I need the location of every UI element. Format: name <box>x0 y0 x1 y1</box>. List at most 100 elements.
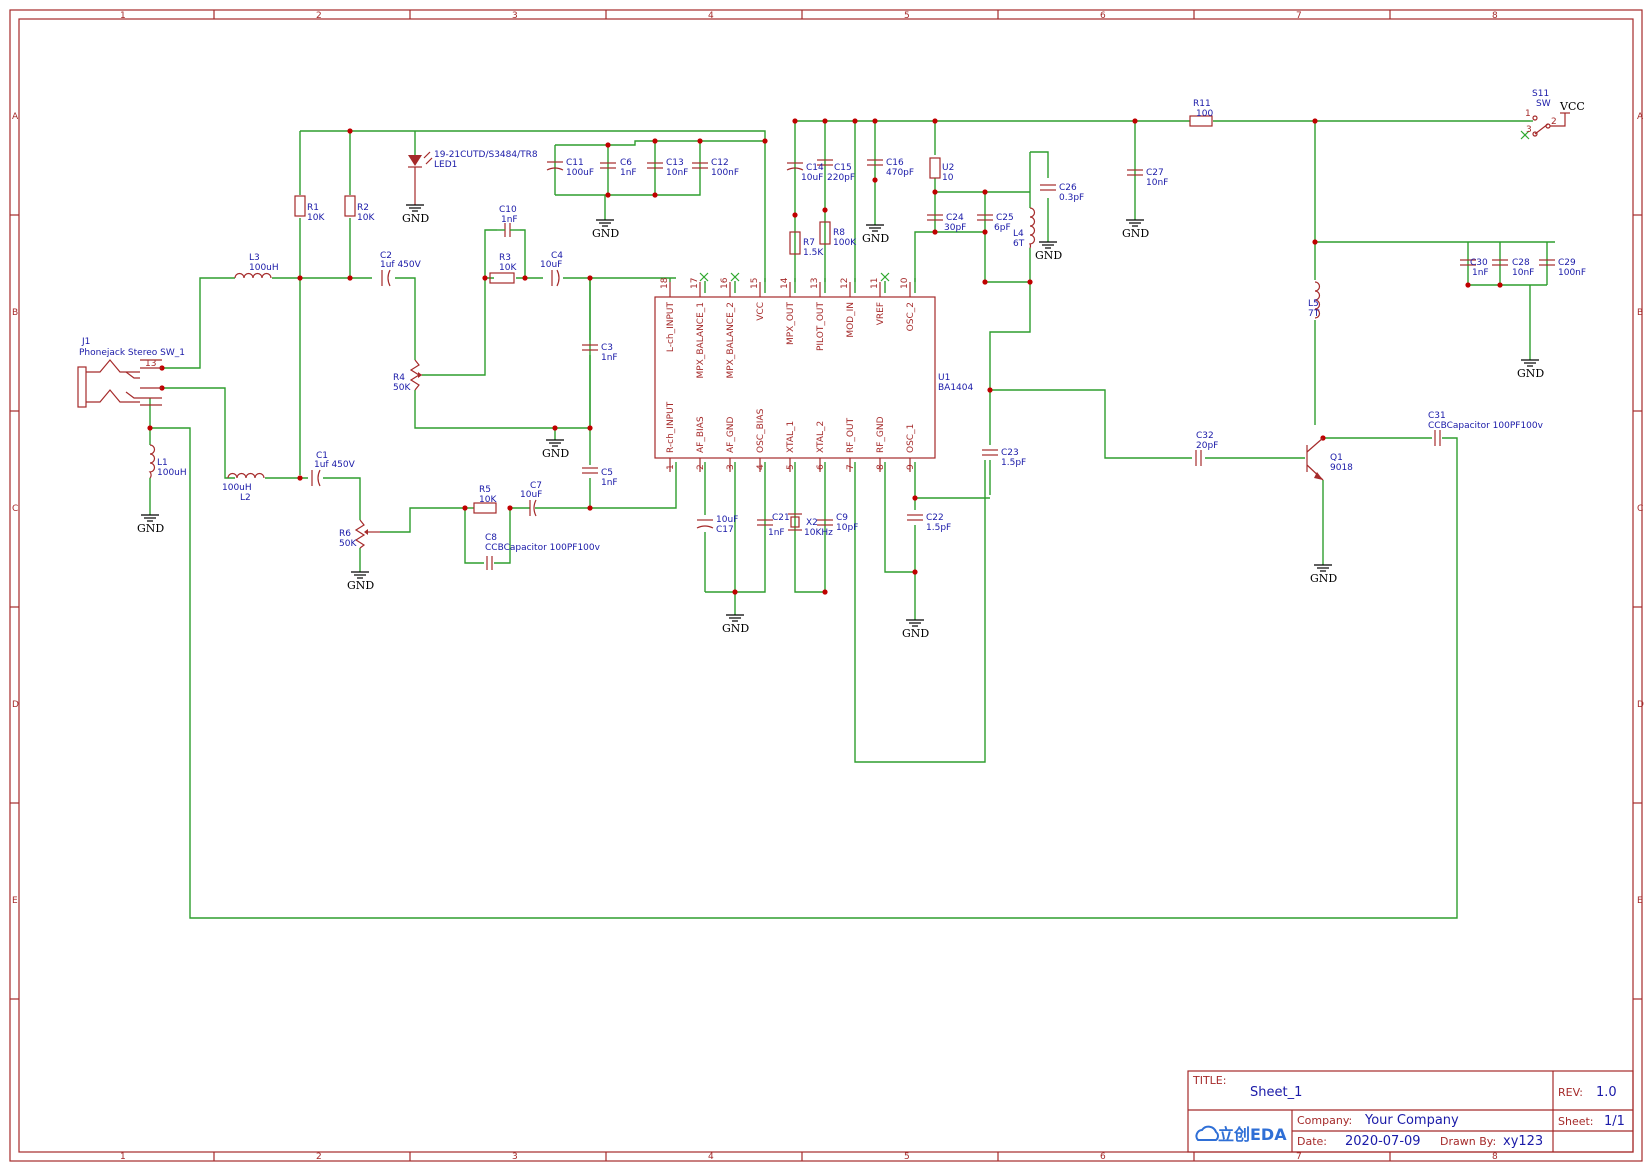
r2-value: 10K <box>357 213 375 223</box>
date-key: Date: <box>1297 1135 1327 1148</box>
c26-ref: C26 <box>1059 183 1077 193</box>
l5-value: 7T <box>1308 309 1320 319</box>
u2-ref: U2 <box>942 163 954 173</box>
l4-symbol <box>1029 207 1036 249</box>
c6-ref: C6 <box>620 158 632 168</box>
border-col-label: 3 <box>512 11 518 21</box>
rev-value: 1.0 <box>1596 1085 1617 1100</box>
gnd-label: GND <box>902 627 929 640</box>
title-block: TITLE: Sheet_1 REV: 1.0 Company: Your Co… <box>1187 1070 1634 1153</box>
x2-ref: X2 <box>806 518 818 528</box>
c27-symbol <box>1127 169 1143 176</box>
border-row-label: A <box>12 112 19 122</box>
c25-value: 6pF <box>994 223 1011 233</box>
c22-ref: C22 <box>926 513 944 523</box>
u1-pin-name: MPX_BALANCE_1 <box>696 302 706 379</box>
u1-pin-number: 5 <box>786 464 796 470</box>
c6-symbol <box>600 162 616 169</box>
c24-symbol <box>927 214 943 221</box>
j1-pin-label: 13 <box>145 359 156 369</box>
q1-symbol <box>1306 437 1324 481</box>
border-col-label: 7 <box>1296 11 1302 21</box>
border-col-label: 2 <box>316 11 322 21</box>
u1-pin: 18L-ch_INPUT <box>660 277 676 352</box>
border-col-label: 1 <box>120 1152 126 1162</box>
u1-pin-number: 1 <box>666 464 676 470</box>
c13-ref: C13 <box>666 158 684 168</box>
c10-symbol <box>497 223 520 237</box>
border-row-label: E <box>12 896 18 906</box>
gnd-label: GND <box>137 522 164 535</box>
u1-pin-name: VREF <box>876 302 886 325</box>
company-value: Your Company <box>1364 1113 1459 1128</box>
r1-ref: R1 <box>307 203 319 213</box>
u1-pin-number: 18 <box>660 277 670 289</box>
no-connect-markers <box>699 130 1530 293</box>
c30-ref: C30 <box>1470 258 1488 268</box>
c22-symbol <box>907 514 923 521</box>
c16-ref: C16 <box>886 158 904 168</box>
gnd-label: GND <box>592 227 619 240</box>
u1-pin-name: L-ch_INPUT <box>666 301 676 352</box>
c5-symbol <box>582 467 598 474</box>
l4-ref: L4 <box>1013 229 1024 239</box>
r5-symbol <box>473 502 497 514</box>
u1-pin-name: XTAL_2 <box>816 421 826 453</box>
r3-value: 10K <box>499 263 517 273</box>
r6-symbol <box>354 519 380 549</box>
l2-value: 100uH <box>222 483 252 493</box>
border-row-label: C <box>1637 504 1643 514</box>
c7-symbol <box>529 499 537 517</box>
u1-pin-name: MPX_OUT <box>786 302 796 346</box>
r3-symbol <box>489 272 515 284</box>
l3-ref: L3 <box>249 253 260 263</box>
c29-ref: C29 <box>1558 258 1576 268</box>
drawn-value: xy123 <box>1503 1134 1543 1149</box>
border-row-label: B <box>1637 308 1643 318</box>
r8-symbol <box>819 221 831 245</box>
r5-ref: R5 <box>479 485 491 495</box>
r8-ref: R8 <box>833 228 845 238</box>
date-value: 2020-07-09 <box>1345 1134 1421 1149</box>
ground-icon: GND <box>722 614 749 635</box>
s11-pin-3: 3 <box>1526 125 1532 135</box>
border-col-label: 3 <box>512 1152 518 1162</box>
c12-symbol <box>692 162 708 169</box>
c21-value: 1nF <box>768 528 785 538</box>
company-key: Company: <box>1297 1114 1352 1127</box>
u1-pin: 2AF_BIAS <box>696 416 706 472</box>
c5-ref: C5 <box>601 468 613 478</box>
c7-ref: C7 <box>530 481 542 491</box>
c21-symbol <box>757 519 773 526</box>
c10-value: 1nF <box>501 215 518 225</box>
ground-icon: GND <box>1517 359 1544 380</box>
gnd-label: GND <box>1122 227 1149 240</box>
u1-pin-number: 12 <box>840 278 850 289</box>
c13-symbol <box>647 162 663 169</box>
u1-body <box>654 296 936 459</box>
border-row-label: E <box>1637 896 1643 906</box>
c12-value: 100nF <box>711 168 739 178</box>
q1-ref: Q1 <box>1330 453 1343 463</box>
gnd-label: GND <box>542 447 569 460</box>
sheet-border <box>9 9 1643 1162</box>
border-col-label: 6 <box>1100 1152 1106 1162</box>
r2-symbol <box>344 195 356 217</box>
ground-icon: GND <box>1035 241 1062 262</box>
c12-ref: C12 <box>711 158 729 168</box>
c27-ref: C27 <box>1146 168 1164 178</box>
u1-pin-name: R-ch_INPUT <box>666 401 676 453</box>
c9-symbol <box>817 519 833 526</box>
sheet-value: 1/1 <box>1604 1114 1625 1129</box>
j1-ref: J1 <box>81 337 90 347</box>
c28-symbol <box>1492 259 1508 266</box>
border-col-label: 7 <box>1296 1152 1302 1162</box>
c15-ref: C15 <box>834 163 852 173</box>
ground-icon: GND <box>137 514 164 535</box>
